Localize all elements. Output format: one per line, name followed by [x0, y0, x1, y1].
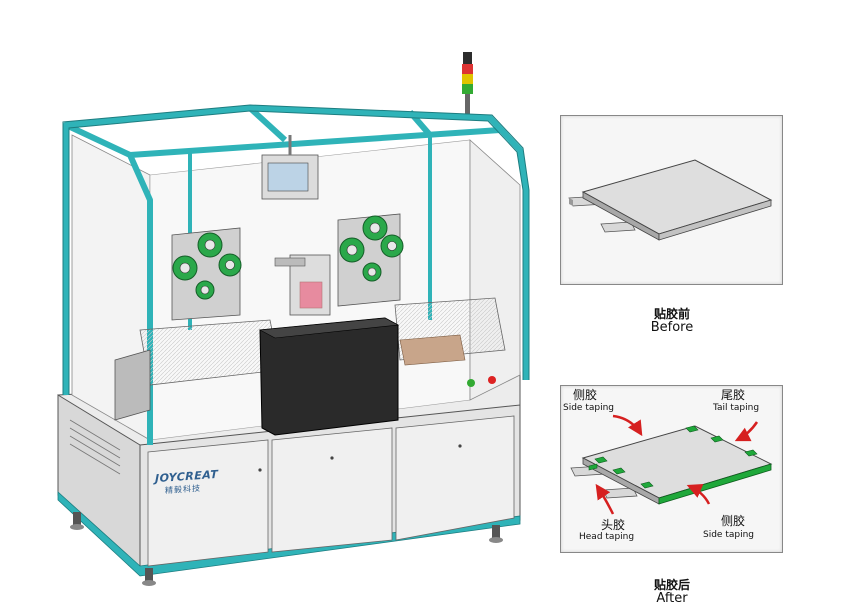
label-tail-cn: 尾胶	[721, 388, 746, 402]
label-head-en: Head taping	[579, 532, 635, 542]
label-side-left-en: Side taping	[563, 403, 614, 413]
label-side-bottom-en: Side taping	[703, 530, 754, 540]
after-title-cn: 贴胶后	[653, 578, 690, 592]
before-panel	[560, 115, 783, 285]
before-title-cn: 贴胶前	[653, 307, 690, 321]
before-title-en: Before	[650, 320, 694, 335]
after-panel: 侧胶 Side taping 尾胶 Tail taping 头胶 Head ta…	[560, 385, 783, 553]
hmi-screen	[261, 135, 319, 200]
signal-tower	[462, 52, 473, 116]
label-tail-en: Tail taping	[713, 403, 760, 413]
taping-units	[114, 213, 506, 436]
machine-illustration	[57, 52, 530, 586]
label-side-left-cn: 侧胶	[573, 388, 598, 402]
battery-cell-after	[570, 414, 773, 515]
battery-cell-before	[568, 159, 773, 241]
label-side-bottom-cn: 侧胶	[721, 514, 746, 528]
label-head-cn: 头胶	[601, 518, 626, 532]
after-title-en: After	[656, 591, 688, 606]
